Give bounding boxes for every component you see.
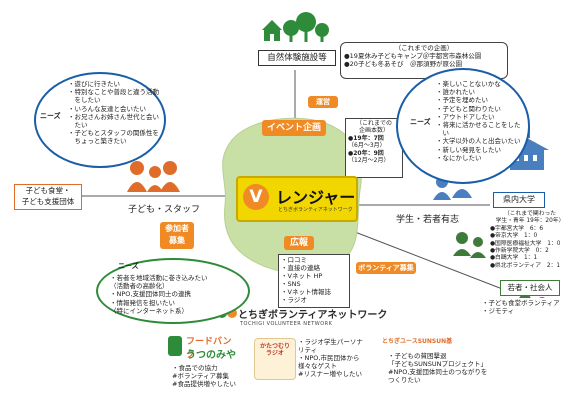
event-count-y19: ●19年：7回 [348, 134, 384, 142]
bottom-need: ・若者を地域活動に巻き込みたい （活動者の高齢化） [110, 274, 208, 291]
left-edge-label: 子ども・スタッフ [128, 205, 201, 215]
event-count-y19-period: （6月〜3月） [348, 142, 386, 150]
univ-item: ●宇都宮大学 6：6 [490, 225, 544, 232]
bottom-needs-bubble [96, 258, 250, 324]
left-org-box: 子ども食堂・ 子ども支援団体 [14, 184, 82, 210]
bottom-need: ・情報発信を担いたい （特にインターネット系） [110, 298, 188, 315]
left-needs-bubble [34, 72, 166, 168]
center-subtitle: とちぎボランティアネットワーク [278, 207, 353, 213]
pr-item: ・口コミ [281, 256, 307, 264]
foodbank-logo: フードバンク うつのみや [168, 334, 240, 361]
left-people-icon [127, 161, 180, 192]
nature-facility-title: 自然体験施設等 [267, 53, 327, 63]
right-needs-list: ・楽しいことないかな ・誰かれたい ・予定を埋めたい ・子どもと関わりたい ・ア… [436, 80, 521, 162]
left-needs-label: ニーズ [40, 112, 61, 120]
event-count-heading: （これまでの 企画本数） [355, 120, 392, 135]
univ-item: ●国際医療福祉大学 1：0 [490, 240, 561, 247]
pr-item: ・SNS [281, 280, 301, 288]
bottom-needs-list: ・若者を地域活動に巻き込みたい （活動者の高齢化） ・NPO,支援団体同士の連携… [110, 274, 208, 315]
univ-heading: （これまで関わった 学生・青年 19年：20年） [495, 211, 565, 225]
univ-item: ●作新学院大学 0：2 [490, 248, 549, 255]
pr-item: ・Vネット HP [281, 272, 323, 280]
right-need: ・楽しいことないかな [436, 80, 501, 88]
adult-list-box: ・子ども食堂ボランティア ・ジモティ [480, 298, 574, 322]
left-need: ・お兄さんお姉さん世代と会い たい [68, 112, 159, 130]
right-need: ・誰かれたい [436, 88, 475, 97]
left-needs-list: ・遊びに行きたい ・特別なことや普段と違う活動 をしたい ・いろんな友達と会いた… [68, 80, 159, 146]
foodbank-line1: フードバンク [186, 337, 232, 360]
right-need: ・大学以外の人と出会いたい [436, 137, 521, 146]
right-needs-label: ニーズ [410, 118, 431, 126]
university-org-box: 県内大学 [493, 192, 545, 208]
participant-recruit-pill: 参加者募集 [160, 222, 194, 249]
pr-item: ・Vネット情報誌 [281, 288, 331, 296]
nature-facility-box: 自然体験施設等 [258, 50, 336, 66]
pr-pill: 広報 [284, 236, 314, 250]
univ-item: ●帝京大学 1：0 [490, 233, 538, 240]
right-need: ・子どもと関わりたい [436, 104, 501, 113]
adult-item: ・子ども食堂ボランティア [482, 299, 560, 307]
nature-item: ●20子ども冬あそび ＠那須野が原公園 [344, 60, 462, 68]
left-need: ・遊びに行きたい [68, 80, 120, 88]
event-planning-pill: イベント企画 [262, 120, 326, 136]
nature-icon [262, 12, 329, 42]
left-need: ・いろんな友達と会いたい [68, 104, 146, 113]
event-count-box: （これまでの 企画本数） ●19年：7回 （6月〜3月） ●20年：9回 （12… [345, 118, 403, 178]
university-history-box: （これまで関わった 学生・青年 19年：20年） ●宇都宮大学 6：6 ●帝京大… [488, 210, 572, 270]
bottom-need: ・NPO,支援団体同士の連携 [110, 290, 191, 299]
right-edge-label: 学生・若者有志 [396, 215, 460, 225]
foodbank-line2: うつのみや [186, 350, 236, 361]
event-count-y20-period: （12月〜2月） [348, 157, 390, 165]
center-ranger-logo: V レンジャー とちぎボランティアネットワーク [236, 176, 358, 222]
bottom-needs-label: ニーズ [118, 262, 139, 270]
left-need: ・特別なことや普段と違う活動 をしたい [68, 88, 159, 105]
radio-list: ・ラジオ学生パーソナ リティ ・NPO,市民団体から 様々なゲスト #リスナー増… [298, 338, 363, 378]
foodbank-list: ・食品での協力 #ボランティア募集 #食品提供増やしたい [172, 364, 236, 388]
univ-item: ●白鷗大学 1：1 [490, 255, 538, 262]
management-pill: 運営 [308, 96, 338, 108]
right-need: ・新しい発見をしたい [436, 145, 501, 154]
right-need: ・予定を埋めたい [436, 96, 488, 105]
nature-item: ●19夏休み子どもキャンプ＠宇都宮市森林公園 [344, 52, 482, 60]
radio-logo: かたつむりラジオ [254, 338, 296, 380]
pr-item: ・直接の連絡 [281, 264, 320, 272]
network-logo-subtitle: TOCHIGI VOLUNTEER NETWORK [240, 321, 333, 327]
v-logo: V [243, 184, 269, 210]
center-title: レンジャー [276, 188, 356, 207]
adult-item: ・ジモティ [482, 307, 515, 315]
adult-org-box: 若者・社会人 [500, 280, 560, 296]
pr-item: ・ラジオ [281, 296, 307, 304]
right-needs-bubble [396, 68, 530, 184]
foodbank-icon [168, 336, 182, 356]
pr-channels-box: ・口コミ ・直接の連絡 ・Vネット HP ・SNS ・Vネット情報誌 ・ラジオ [278, 254, 350, 308]
network-logo-title: とちぎボランティアネットワーク [238, 310, 388, 321]
right-need: ・アウトドアしたい [436, 112, 495, 121]
volunteer-recruit-pill: ボランティア募集 [356, 262, 416, 274]
nature-past-label: （これまでの企画） [394, 44, 454, 52]
sunsun-list: ・子どもの貧困撃退 「子どもSUNSUNプロジェクト」 #NPO,支援団体同士の… [388, 352, 488, 384]
univ-item: ●県北ボランティア 2：1 [490, 262, 561, 269]
left-need: ・子どもとスタッフの関係性を ちょっと築きたい [68, 129, 159, 146]
connector-volunteer [354, 231, 506, 291]
event-count-y20: ●20年：9回 [348, 149, 384, 157]
right-need: ・将来に活かせることをした い [436, 121, 521, 138]
sunsun-logo: とちぎユースSUNSUN基金 [382, 338, 452, 345]
right-need: ・なにかしたい [436, 153, 482, 162]
